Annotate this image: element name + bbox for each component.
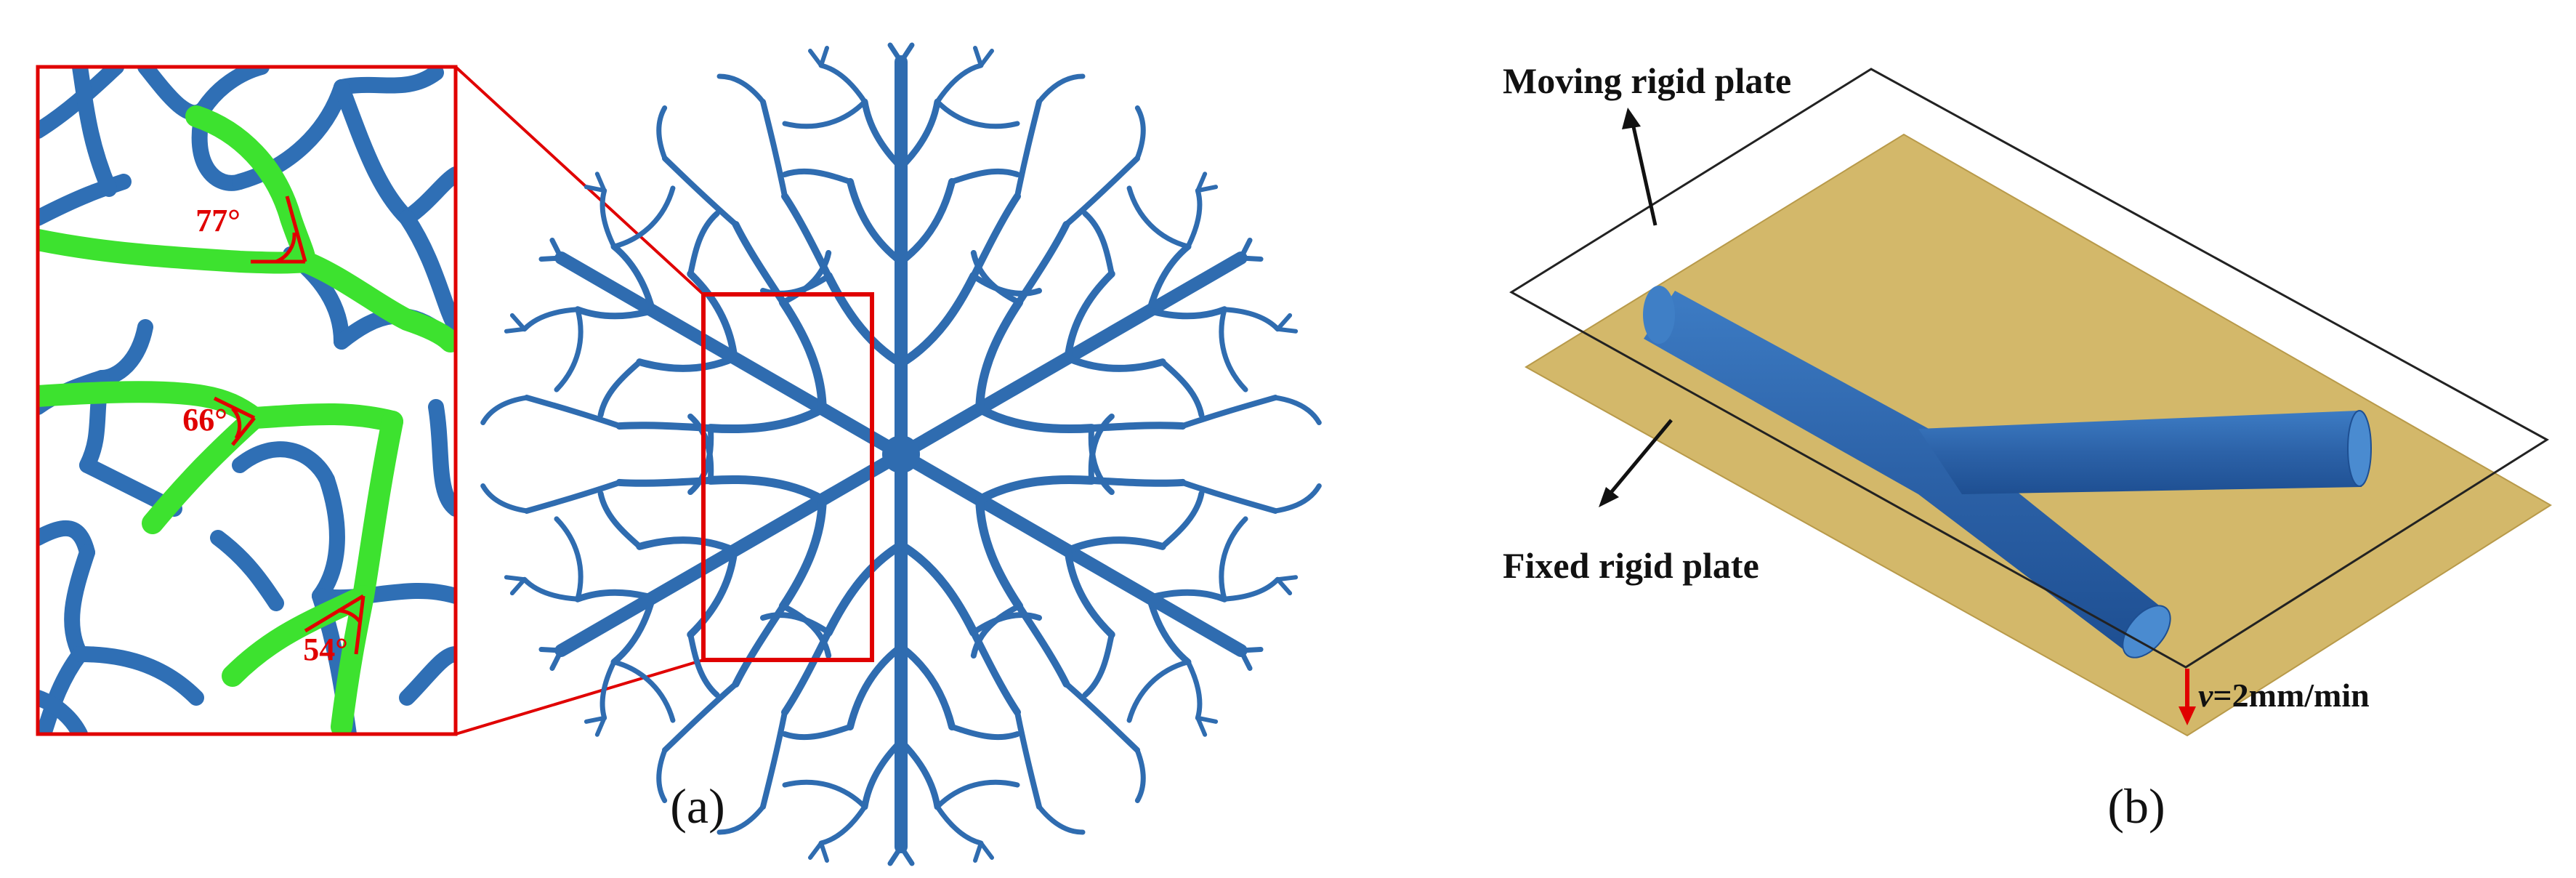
- vein-network: [456, 42, 1346, 863]
- y-tube: [1643, 286, 2372, 658]
- angle-label-54: 54°: [303, 632, 348, 667]
- velocity-label: v=2mm/min: [2198, 677, 2370, 714]
- label-arrows: [1599, 108, 1673, 507]
- panel-b-label: (b): [2107, 778, 2165, 834]
- angle-marks: [213, 196, 366, 655]
- velocity-value: =2mm/min: [2213, 677, 2369, 714]
- vein-arm: [716, 42, 1086, 461]
- angle-label-66: 66°: [182, 402, 227, 438]
- fixed-plate-label: Fixed rigid plate: [1503, 545, 1759, 586]
- zoom-inset-frame: [36, 65, 458, 736]
- panel-a-label: (a): [670, 778, 725, 834]
- velocity-arrow: [2179, 669, 2196, 725]
- moving-plate-label: Moving rigid plate: [1503, 60, 1791, 101]
- angle-label-77: 77°: [195, 203, 241, 238]
- zoom-connector-lines: [454, 65, 705, 736]
- moving-rigid-plate: [1509, 68, 2549, 669]
- velocity-symbol: v: [2198, 677, 2213, 714]
- compression-setup: Moving rigid plate Fixed rigid plate v=2…: [1503, 60, 2552, 737]
- selection-box: [701, 292, 874, 662]
- zoom-inset: 77° 66° 54°: [36, 65, 458, 736]
